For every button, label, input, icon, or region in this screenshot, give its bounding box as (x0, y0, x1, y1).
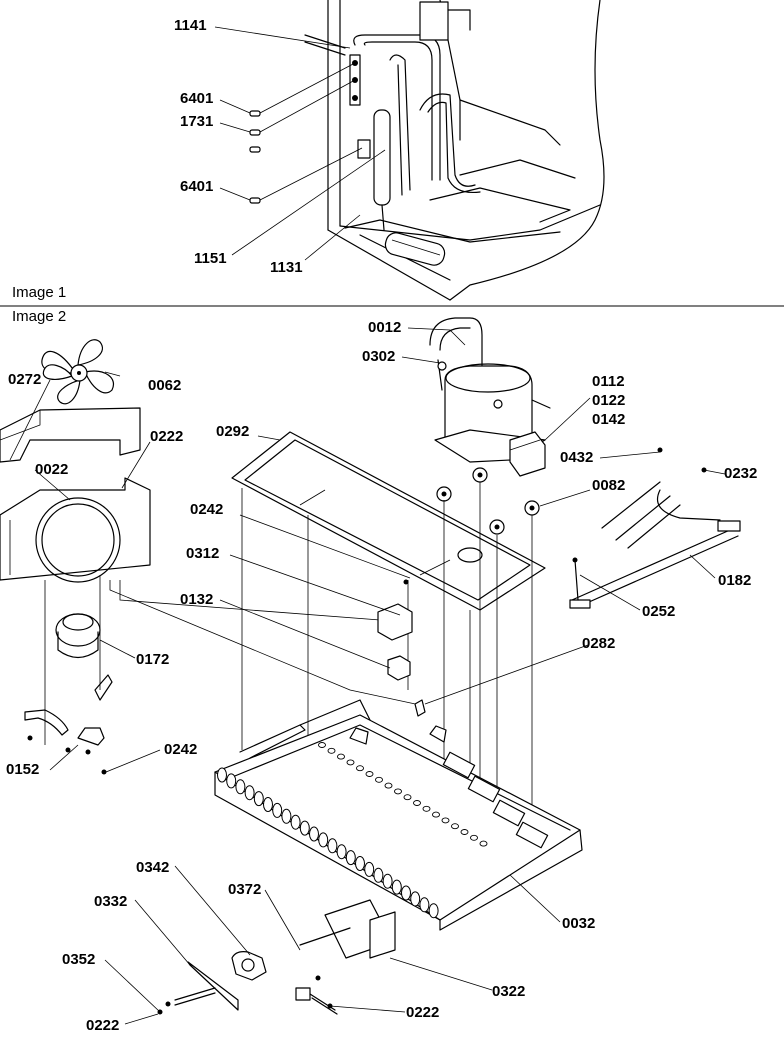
section-title-image1: Image 1 (12, 284, 66, 301)
pan-coil-loop (479, 840, 488, 847)
evaporator-pan (231, 431, 546, 611)
part-label-6401-b: 6401 (180, 178, 213, 195)
condenser-coil-loop (327, 838, 338, 854)
part-label-1731: 1731 (180, 113, 213, 130)
condenser-coil-loop (272, 802, 283, 818)
pan-coil-loop (346, 759, 355, 766)
condenser-coil-loop (391, 879, 402, 895)
part-label-0322: 0322 (492, 983, 525, 1000)
condenser-coil-loop (281, 808, 292, 824)
condenser-coil-loop (382, 873, 393, 889)
part-label-0082: 0082 (592, 477, 625, 494)
base-pan (214, 699, 583, 931)
pan-coil-loop (441, 817, 450, 824)
part-label-0252: 0252 (642, 603, 675, 620)
condenser-coil-loop (410, 891, 421, 907)
condenser-coil-loop (355, 856, 365, 871)
condenser-coil-loop (401, 885, 411, 901)
condenser-coil-loop (226, 773, 237, 789)
condenser-coil-loop (419, 897, 430, 913)
part-label-0222-bottom-left: 0222 (86, 1017, 119, 1034)
condenser-coil-loop (428, 903, 439, 919)
condenser-coil-loop (364, 861, 375, 877)
part-label-0182: 0182 (718, 572, 751, 589)
pan-coil-loop (432, 811, 440, 818)
pan-coil-loop (365, 771, 374, 777)
part-label-0152: 0152 (6, 761, 39, 778)
condenser-coil-loop (263, 797, 273, 812)
part-label-0342: 0342 (136, 859, 169, 876)
part-label-1151: 1151 (194, 250, 227, 267)
part-label-0122: 0122 (592, 392, 625, 409)
part-label-0282: 0282 (582, 635, 615, 652)
condenser-coil-loop (299, 820, 310, 836)
part-label-0372: 0372 (228, 881, 261, 898)
part-label-0022: 0022 (35, 461, 68, 478)
pan-coil-loop (375, 776, 383, 783)
section-title-image2: Image 2 (12, 308, 66, 325)
part-label-0032: 0032 (562, 915, 595, 932)
condenser-coil-loop (235, 779, 246, 795)
part-label-0222-bottom-right: 0222 (406, 1004, 439, 1021)
part-label-0242-mid: 0242 (190, 501, 223, 518)
pan-coil-loop (327, 747, 336, 754)
condenser-coil-loop (345, 850, 356, 866)
part-label-0222-top: 0222 (150, 428, 183, 445)
condenser-coil-loop (290, 814, 301, 830)
pan-coil-loop (356, 765, 364, 772)
condenser-coil-loop (217, 767, 227, 783)
part-label-0012: 0012 (368, 319, 401, 336)
part-label-0172: 0172 (136, 651, 169, 668)
condenser-coil-loop (244, 785, 255, 801)
compressor (429, 317, 551, 535)
condenser-coil-loop (373, 867, 384, 883)
part-label-6401-a: 6401 (180, 90, 213, 107)
pan-coil-loop (403, 794, 412, 801)
pan-coil-loop (460, 829, 469, 835)
fan-blade (41, 339, 114, 405)
part-label-0062: 0062 (148, 377, 181, 394)
part-label-0302: 0302 (362, 348, 395, 365)
part-label-0232: 0232 (724, 465, 757, 482)
pan-coil-loop (394, 788, 402, 795)
image2-illustration: 0012 0302 0112 0122 0142 0272 0062 0222 … (0, 317, 757, 1034)
pan-coil-loop (422, 805, 431, 812)
part-label-0112: 0112 (592, 373, 625, 390)
part-label-0432: 0432 (560, 449, 593, 466)
pan-coil-loop (384, 782, 393, 789)
condenser-coil-loop (336, 844, 347, 860)
part-label-1141: 1141 (174, 17, 207, 34)
part-label-1131: 1131 (270, 259, 303, 276)
part-label-0352: 0352 (62, 951, 95, 968)
condenser-coil-loop (253, 791, 264, 807)
image1-illustration: 1141 6401 1731 6401 1151 1131 (174, 0, 605, 301)
pan-coil-loop (470, 834, 478, 841)
part-label-0272: 0272 (8, 371, 41, 388)
part-label-0292: 0292 (216, 423, 249, 440)
pan-coil-loop (451, 823, 459, 830)
condenser-coil-loop (309, 826, 319, 842)
part-label-0242-left: 0242 (164, 741, 197, 758)
condenser-coil-loop (318, 832, 329, 848)
part-label-0132: 0132 (180, 591, 213, 608)
pan-coil-loop (318, 742, 326, 748)
pan-coil-loop (413, 800, 421, 806)
part-label-0332: 0332 (94, 893, 127, 910)
pan-coil-loop (337, 753, 345, 760)
part-label-0142: 0142 (592, 411, 625, 428)
part-label-0312: 0312 (186, 545, 219, 562)
